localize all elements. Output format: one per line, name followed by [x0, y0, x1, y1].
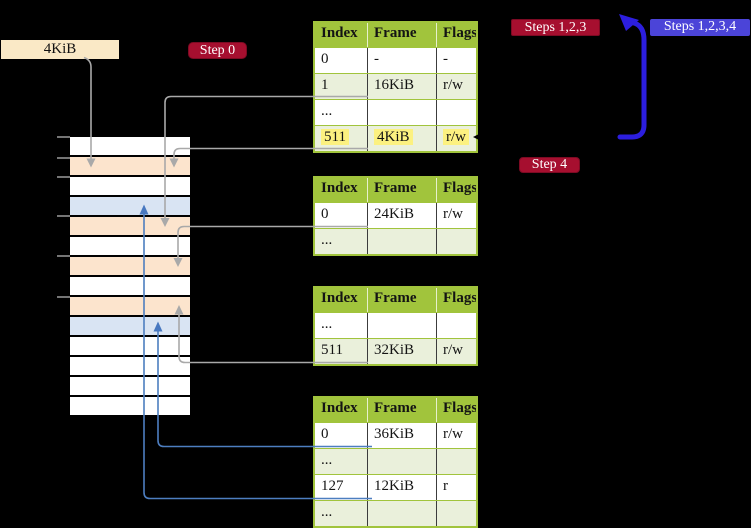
step4-label: Step 4 — [519, 157, 580, 173]
table-cell: ... — [321, 452, 333, 468]
memory-frame-row-white — [70, 277, 190, 295]
header-cell-index: Index — [321, 400, 358, 416]
table-cell: 12KiB — [367, 475, 436, 500]
header-cell-flags: Flags — [436, 178, 476, 202]
table-row: ... — [315, 99, 476, 125]
memory-frame-row-white — [70, 337, 190, 355]
table-cell — [436, 100, 476, 125]
table-cell: ... — [321, 232, 333, 248]
table-cell — [367, 449, 436, 474]
highlighted-value: 4KiB — [374, 129, 413, 145]
table-cell: r — [436, 475, 476, 500]
table-cell: 16KiB — [367, 74, 436, 99]
table-row: ... — [315, 500, 476, 526]
table-cell — [367, 100, 436, 125]
table-row: 0 -- — [315, 47, 476, 73]
memory-frame-row-white — [70, 137, 190, 155]
header-cell-flags: Flags — [436, 398, 476, 422]
table-cell — [367, 229, 436, 254]
table-cell — [436, 501, 476, 526]
highlighted-value: 511 — [321, 129, 349, 145]
memory-frame-row-peach — [70, 257, 190, 275]
table-cell: r/w — [436, 423, 476, 448]
header-cell-frame: Frame — [367, 23, 436, 47]
header-cell-index: Index — [321, 180, 358, 196]
memory-frame-row-blue — [70, 317, 190, 335]
address-tick — [57, 136, 70, 138]
memory-frame-row-peach — [70, 217, 190, 235]
memory-frame-row-white — [70, 177, 190, 195]
table-cell — [436, 313, 476, 338]
recursive-loop-arrowhead — [619, 14, 639, 31]
recursive-loop-arrow — [617, 20, 647, 140]
table-cell: 0 — [321, 426, 329, 442]
table-cell: r/w — [436, 203, 476, 228]
table-cell: - — [367, 48, 436, 73]
header-cell-frame: Frame — [367, 288, 436, 312]
table-row: 511 4KiB r/w — [315, 125, 476, 151]
address-tick — [57, 215, 70, 217]
table-cell: 0 — [321, 51, 329, 67]
table-cell — [367, 501, 436, 526]
table-cell: 32KiB — [367, 339, 436, 364]
memory-frame-row-blue — [70, 197, 190, 215]
header-cell-flags: Flags — [436, 23, 476, 47]
table-cell: ... — [321, 504, 333, 520]
physical-memory-stack — [70, 137, 190, 417]
page-size-label: 4KiB — [1, 40, 119, 59]
step0-label: Step 0 — [188, 42, 247, 59]
table-row: ... — [315, 312, 476, 338]
header-cell-flags: Flags — [436, 288, 476, 312]
memory-frame-row-white — [70, 357, 190, 375]
table-cell: 24KiB — [367, 203, 436, 228]
table-cell: r/w — [436, 74, 476, 99]
memory-frame-row-white — [70, 377, 190, 395]
memory-frame-row-white — [70, 397, 190, 415]
table-cell: ... — [321, 316, 333, 332]
steps-1234-label: Steps 1,2,3,4 — [650, 19, 750, 36]
table-cell: - — [436, 48, 476, 73]
header-cell-index: Index — [321, 25, 358, 41]
table-cell — [436, 229, 476, 254]
table-cell: 1 — [321, 77, 329, 93]
address-tick — [57, 157, 70, 159]
memory-frame-row-white — [70, 237, 190, 255]
table-cell: r/w — [436, 339, 476, 364]
steps-123-label: Steps 1,2,3 — [511, 19, 600, 36]
table-cell: r/w — [436, 126, 476, 151]
header-cell-frame: Frame — [367, 178, 436, 202]
memory-frame-row-peach — [70, 297, 190, 315]
table-cell — [436, 449, 476, 474]
highlighted-value: r/w — [443, 129, 469, 145]
address-tick — [57, 255, 70, 257]
table-row: ... — [315, 228, 476, 254]
address-tick — [57, 296, 70, 298]
header-cell-frame: Frame — [367, 398, 436, 422]
table-cell: 4KiB — [367, 126, 436, 151]
table-row: ... — [315, 448, 476, 474]
table-cell: 511 — [321, 342, 343, 358]
memory-frame-row-peach — [70, 157, 190, 175]
table-cell — [367, 313, 436, 338]
table-cell: ... — [321, 103, 333, 119]
address-tick — [57, 176, 70, 178]
table-cell: 127 — [321, 478, 344, 494]
table-cell: 0 — [321, 206, 329, 222]
table-cell: 36KiB — [367, 423, 436, 448]
table-cell: 511 — [315, 126, 367, 151]
header-cell-index: Index — [321, 290, 358, 306]
